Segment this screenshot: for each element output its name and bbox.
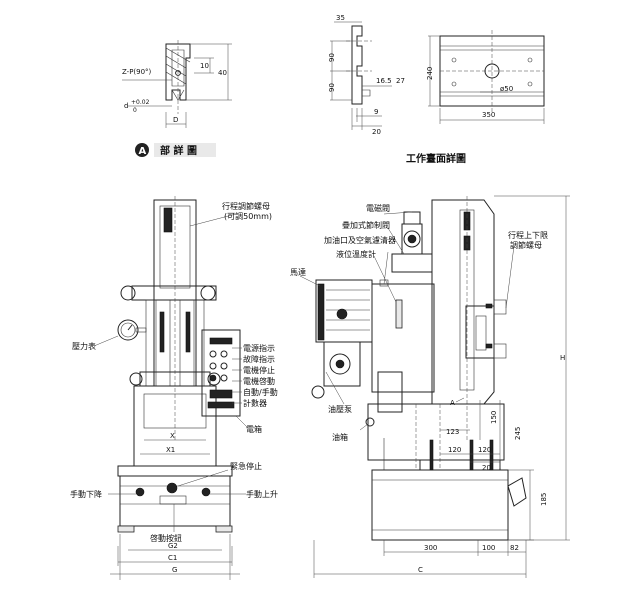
side-c-frame: [431, 199, 495, 405]
dim-H: H: [560, 354, 565, 362]
control-panel: [201, 329, 241, 417]
tolerance-label: +0.02: [131, 99, 150, 106]
detail-a-letter: A: [139, 146, 147, 157]
manual-up-label: 手動上升: [246, 489, 278, 499]
relief-valve-label: 疊加式節制閥: [342, 220, 390, 230]
stroke-limit-label-2: 調節螺母: [510, 240, 542, 250]
two-hand-button-label: 啓動按鈕: [150, 533, 182, 543]
motor-stop-label: 電機停止: [243, 365, 275, 375]
tolerance-label-2: 0: [133, 107, 137, 114]
detail-a-title: 部 詳 圖: [160, 144, 197, 157]
dim-120a: 120: [448, 446, 461, 454]
oil-pump: [323, 341, 361, 387]
dim-G: G: [172, 566, 177, 574]
dim-90b: 90: [328, 83, 336, 92]
motor-start-label: 電機啓動: [243, 376, 275, 386]
stroke-nut-label: 行程調節螺母: [222, 201, 270, 211]
auto-manual-label: 自動/手動: [243, 387, 278, 397]
front-view: X X1 壓力表 行程調節螺母 (可調50mm) 電源指示 故障指示 電機停止: [70, 196, 278, 580]
side-base: [371, 469, 509, 541]
dim-240: 240: [426, 67, 434, 80]
dim-X1: X1: [166, 446, 175, 454]
dim-100: 100: [482, 544, 495, 552]
counter-label: 計數器: [243, 398, 267, 408]
oil-tank-label: 油箱: [332, 432, 348, 442]
table-detail: 35 90 90 16.5 27 9 20 ø50 2: [328, 14, 545, 165]
dim-82: 82: [510, 544, 519, 552]
dim-20: 20: [372, 128, 381, 136]
solenoid-valve-label: 電磁閥: [366, 203, 390, 213]
level-gauge-label: 液位溫度計: [336, 249, 376, 259]
level-gauge: [395, 299, 403, 329]
oil-filler-label: 加油口及空氣濾清器: [324, 235, 396, 245]
dim-150: 150: [490, 411, 498, 424]
dim-G2: G2: [168, 542, 178, 550]
stroke-nut-range: (可調50mm): [224, 211, 272, 221]
motor-label: 馬達: [290, 267, 306, 277]
thread-label: Z-P(90°): [122, 68, 152, 76]
pressure-gauge-label: 壓力表: [72, 341, 96, 351]
dim-X: X: [170, 432, 175, 440]
mark-a: A: [450, 399, 455, 407]
dim-185: 185: [540, 493, 548, 506]
side-view: 行程上下限 調節螺母 電磁閥 疊加式節制閥 加油口及空氣濾清器 液位溫度計 馬達: [290, 195, 570, 578]
dim-123: 123: [446, 428, 459, 436]
dim-D-label: D: [173, 116, 178, 124]
front-upper-crossbeam: [131, 285, 217, 301]
dim-9: 9: [374, 108, 378, 116]
fault-light-label: 故障指示: [243, 354, 275, 364]
dim-10-label: 10: [200, 62, 209, 70]
front-work-table: [117, 465, 233, 477]
dim-245: 245: [514, 427, 522, 440]
stroke-limit-label-1: 行程上下限: [508, 230, 548, 240]
dim-16-5: 16.5: [376, 77, 392, 85]
power-light-label: 電源指示: [243, 343, 275, 353]
table-detail-title: 工作臺面詳圖: [406, 152, 466, 165]
manual-down-label: 手動下降: [70, 489, 102, 499]
center-hole: [484, 63, 500, 79]
table-side-profile: [351, 25, 363, 105]
t-slot-profile: [165, 43, 191, 101]
emergency-stop-label: 緊急停止: [230, 461, 262, 471]
manual-up-button: [201, 487, 211, 497]
manual-down-button: [135, 487, 145, 497]
dim-C1: C1: [168, 554, 177, 562]
detail-a: 10 40 Z-P(90°) d +0.02 0 D A 部 詳 圖: [122, 40, 232, 157]
front-base: [119, 475, 231, 527]
side-oil-tank-body: [371, 283, 435, 393]
detail-a-badge: [135, 143, 149, 157]
emergency-stop-button: [166, 482, 178, 494]
dim-hole: ø50: [500, 85, 513, 93]
oil-pump-label: 油壓泵: [328, 404, 352, 414]
dim-120b: 120: [478, 446, 491, 454]
dim-27: 27: [396, 77, 405, 85]
dim-35: 35: [336, 14, 345, 22]
dim-d-label: d: [124, 102, 128, 110]
pedal-switch: [507, 477, 527, 507]
dim-40-label: 40: [218, 69, 227, 77]
dim-350: 350: [482, 111, 495, 119]
dim-90a: 90: [328, 53, 336, 62]
dim-20: 20: [482, 464, 491, 472]
electric-box-label: 電箱: [246, 424, 262, 434]
dim-300: 300: [424, 544, 437, 552]
dim-C: C: [418, 566, 423, 574]
